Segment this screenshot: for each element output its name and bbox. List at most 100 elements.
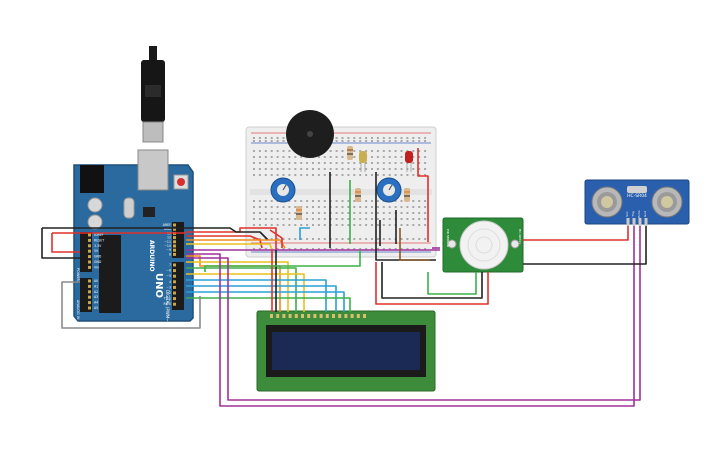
breadboard-hole[interactable]	[406, 150, 409, 152]
breadboard-hole[interactable]	[359, 162, 362, 164]
lcd-pin[interactable]	[363, 314, 366, 318]
breadboard-hole[interactable]	[312, 218, 314, 220]
breadboard-hole[interactable]	[282, 140, 285, 142]
pin-header-slot[interactable]	[173, 263, 176, 267]
breadboard-hole[interactable]	[418, 200, 421, 202]
breadboard-hole[interactable]	[347, 224, 350, 226]
breadboard-hole[interactable]	[306, 206, 309, 208]
breadboard-hole[interactable]	[253, 212, 255, 214]
breadboard-hole[interactable]	[382, 150, 385, 152]
breadboard-hole[interactable]	[335, 200, 338, 202]
pin-header-slot[interactable]	[88, 279, 91, 283]
breadboard-hole[interactable]	[335, 137, 338, 139]
breadboard-hole[interactable]	[335, 174, 338, 176]
pin-header-slot[interactable]	[173, 269, 176, 273]
pin-header-slot[interactable]	[173, 223, 176, 227]
breadboard-hole[interactable]	[424, 168, 427, 170]
pin-header-slot[interactable]	[173, 297, 176, 301]
breadboard-hole[interactable]	[294, 174, 297, 176]
lcd-pin[interactable]	[338, 314, 342, 318]
breadboard-hole[interactable]	[264, 238, 267, 240]
breadboard-hole[interactable]	[300, 174, 303, 176]
breadboard-hole[interactable]	[294, 212, 297, 214]
breadboard-hole[interactable]	[282, 174, 285, 176]
breadboard-hole[interactable]	[312, 248, 314, 250]
breadboard-hole[interactable]	[253, 140, 255, 142]
breadboard-hole[interactable]	[282, 238, 285, 240]
breadboard-hole[interactable]	[371, 162, 373, 164]
breadboard-hole[interactable]	[388, 156, 391, 158]
breadboard-hole[interactable]	[359, 248, 362, 250]
breadboard-hole[interactable]	[276, 150, 279, 152]
breadboard-hole[interactable]	[282, 168, 285, 170]
breadboard-hole[interactable]	[329, 248, 332, 250]
breadboard-hole[interactable]	[376, 238, 379, 240]
breadboard-hole[interactable]	[317, 162, 320, 164]
breadboard-hole[interactable]	[353, 218, 356, 220]
breadboard-hole[interactable]	[276, 248, 279, 250]
breadboard-hole[interactable]	[388, 206, 391, 208]
breadboard-hole[interactable]	[341, 212, 344, 214]
breadboard-hole[interactable]	[347, 140, 350, 142]
breadboard-hole[interactable]	[353, 168, 356, 170]
breadboard-hole[interactable]	[424, 206, 427, 208]
pin-header-slot[interactable]	[173, 252, 176, 256]
breadboard-hole[interactable]	[253, 218, 255, 220]
breadboard-hole[interactable]	[276, 137, 279, 139]
breadboard-hole[interactable]	[388, 238, 391, 240]
pin-header-slot[interactable]	[88, 244, 91, 248]
breadboard-hole[interactable]	[288, 156, 291, 158]
breadboard-hole[interactable]	[335, 206, 338, 208]
breadboard-hole[interactable]	[376, 224, 379, 226]
breadboard-hole[interactable]	[253, 200, 255, 202]
breadboard-hole[interactable]	[400, 150, 403, 152]
breadboard-hole[interactable]	[365, 212, 368, 214]
breadboard-hole[interactable]	[400, 156, 403, 158]
breadboard-hole[interactable]	[412, 168, 415, 170]
breadboard-hole[interactable]	[412, 218, 415, 220]
ultrasonic-pin[interactable]	[638, 218, 642, 226]
breadboard-hole[interactable]	[371, 140, 373, 142]
breadboard-hole[interactable]	[365, 248, 368, 250]
led-yellow[interactable]	[359, 151, 367, 172]
breadboard-hole[interactable]	[317, 206, 320, 208]
breadboard-hole[interactable]	[341, 137, 344, 139]
breadboard-hole[interactable]	[400, 140, 403, 142]
breadboard-hole[interactable]	[347, 238, 350, 240]
breadboard-hole[interactable]	[312, 206, 314, 208]
breadboard-hole[interactable]	[253, 137, 255, 139]
breadboard-hole[interactable]	[300, 162, 303, 164]
breadboard-hole[interactable]	[400, 168, 403, 170]
breadboard-hole[interactable]	[394, 200, 397, 202]
breadboard-hole[interactable]	[359, 174, 362, 176]
breadboard-hole[interactable]	[418, 212, 421, 214]
breadboard-hole[interactable]	[258, 200, 261, 202]
breadboard-hole[interactable]	[388, 168, 391, 170]
breadboard-hole[interactable]	[323, 168, 326, 170]
breadboard-hole[interactable]	[359, 137, 362, 139]
breadboard-hole[interactable]	[323, 206, 326, 208]
breadboard-hole[interactable]	[371, 238, 373, 240]
breadboard-hole[interactable]	[323, 212, 326, 214]
breadboard-hole[interactable]	[406, 174, 409, 176]
breadboard-hole[interactable]	[282, 150, 285, 152]
breadboard-hole[interactable]	[353, 162, 356, 164]
lcd-pin[interactable]	[288, 314, 292, 318]
breadboard-hole[interactable]	[270, 224, 273, 226]
breadboard-hole[interactable]	[312, 168, 314, 170]
breadboard-hole[interactable]	[335, 212, 338, 214]
resistor-4[interactable]	[404, 188, 410, 202]
breadboard-hole[interactable]	[294, 156, 297, 158]
breadboard-hole[interactable]	[294, 200, 297, 202]
breadboard-hole[interactable]	[424, 162, 427, 164]
breadboard-hole[interactable]	[288, 218, 291, 220]
breadboard-hole[interactable]	[317, 200, 320, 202]
breadboard-hole[interactable]	[270, 174, 273, 176]
breadboard-hole[interactable]	[353, 224, 356, 226]
breadboard-hole[interactable]	[312, 224, 314, 226]
pin-header-slot[interactable]	[88, 295, 91, 299]
pin-header-slot[interactable]	[88, 249, 91, 253]
lcd-pin[interactable]	[319, 314, 323, 318]
breadboard-hole[interactable]	[406, 224, 409, 226]
breadboard-hole[interactable]	[388, 150, 391, 152]
